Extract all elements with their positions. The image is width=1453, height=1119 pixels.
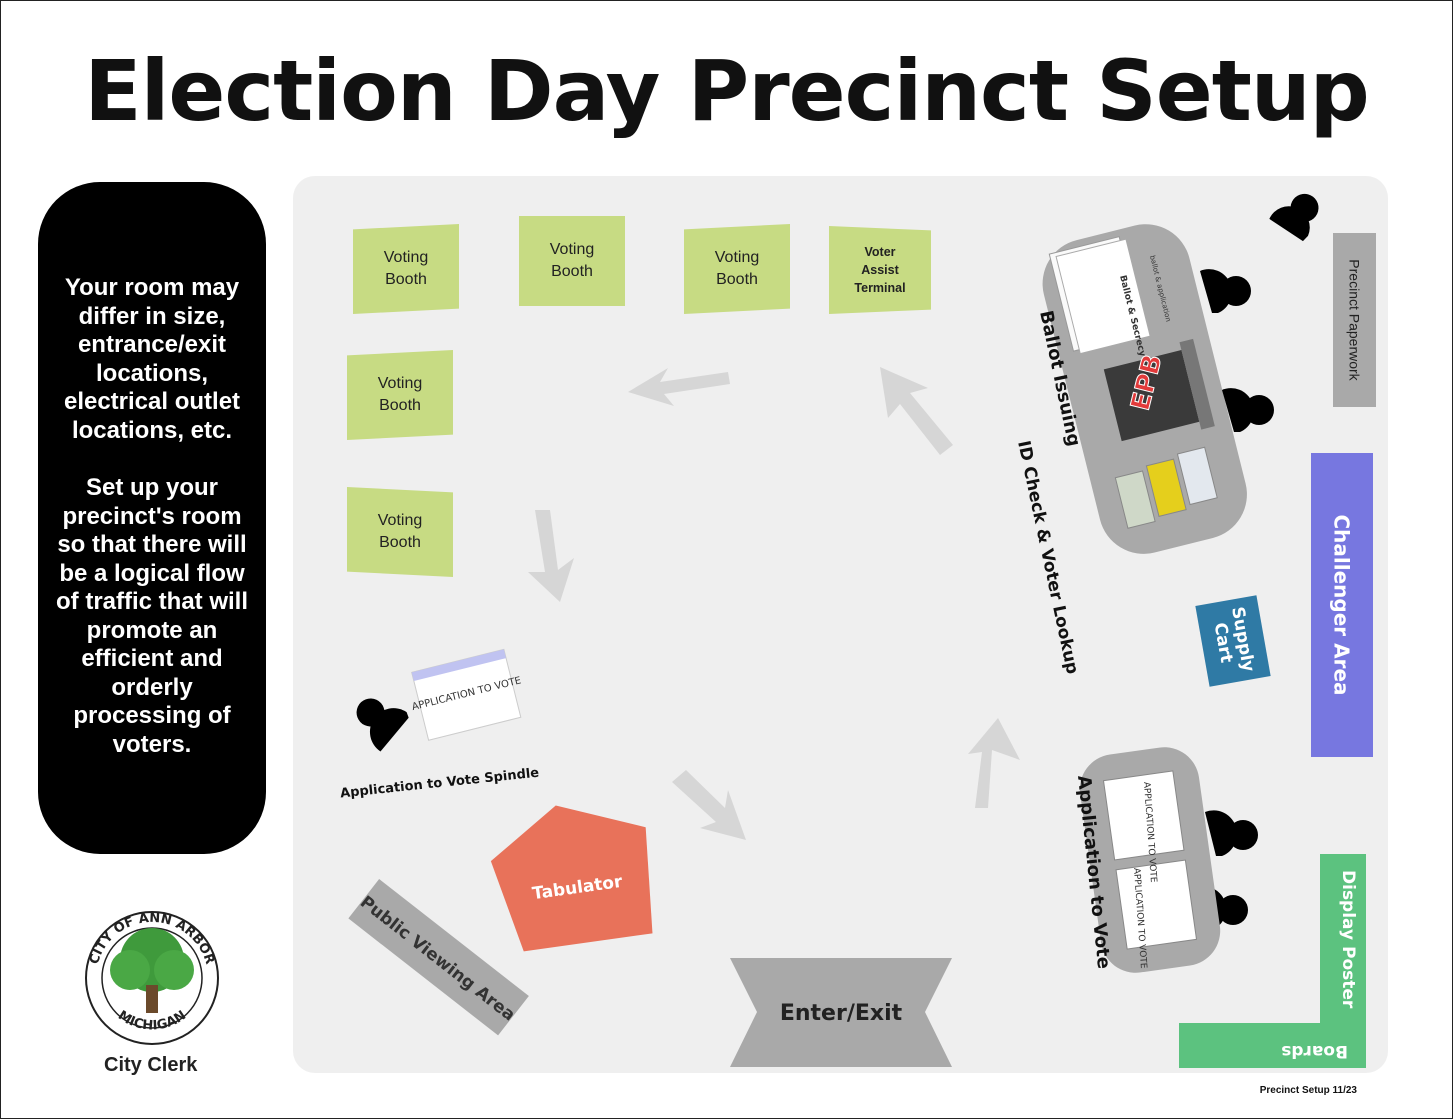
footer-version: Precinct Setup 11/23 — [1259, 1085, 1357, 1096]
voting-booth-4: Voting Booth — [347, 350, 453, 440]
precinct-paperwork: Precinct Paperwork — [1333, 233, 1376, 407]
voter-assist-terminal: Voter Assist Terminal — [829, 226, 931, 314]
instructions-paragraph-1: Your room may differ in size, entrance/e… — [63, 274, 241, 444]
voting-booth-5: Voting Booth — [347, 487, 453, 577]
instructions-panel: Your room may differ in size, entrance/e… — [38, 182, 266, 854]
instructions-paragraph-2: Set up your precinct's room so that ther… — [56, 474, 248, 758]
voting-booth-3: Voting Booth — [684, 224, 790, 314]
voting-booth-label: Voting Booth — [549, 241, 595, 280]
voting-booth-2: Voting Booth — [519, 216, 625, 306]
voting-booth-1: Voting Booth — [353, 224, 459, 314]
challenger-area-label: Challenger Area — [1330, 514, 1355, 696]
voter-assist-label: Voter Assist Terminal — [854, 245, 906, 295]
page-title: Election Day Precinct Setup — [84, 42, 1370, 140]
voting-booth-label: Voting Booth — [714, 249, 760, 288]
voting-booth-label: Voting Booth — [383, 249, 429, 288]
precinct-paperwork-label: Precinct Paperwork — [1346, 259, 1363, 381]
voting-booth-label: Voting Booth — [377, 375, 423, 414]
supply-cart-label: Supply Cart — [1209, 605, 1259, 674]
city-clerk-label: City Clerk — [104, 1054, 198, 1076]
challenger-area: Challenger Area — [1311, 453, 1373, 757]
voting-booth-label: Voting Booth — [377, 512, 423, 551]
